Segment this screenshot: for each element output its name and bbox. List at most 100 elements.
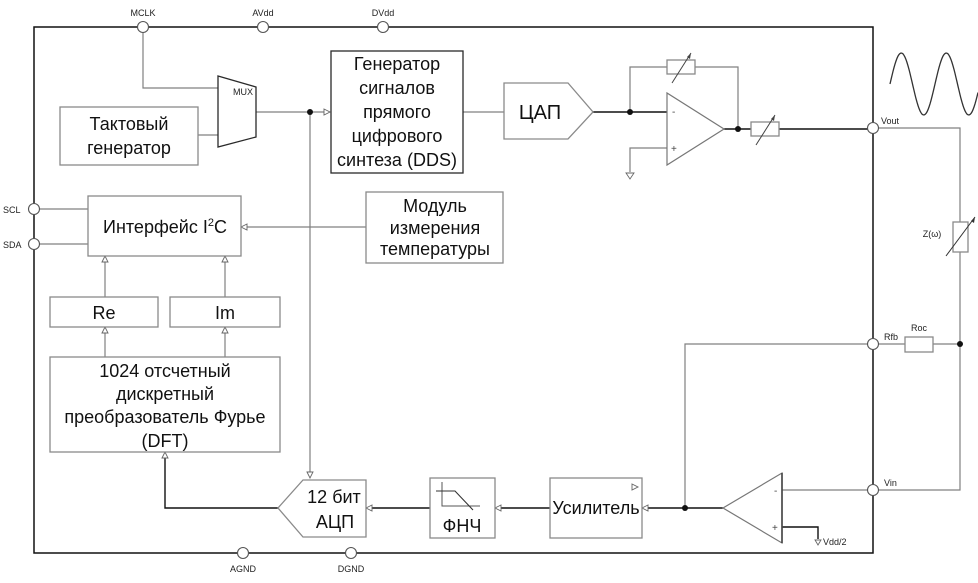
wire-mclk-to-mux: [142, 32, 218, 89]
arrowhead-up-icon: [221, 325, 229, 334]
temperature-module-label: измерения: [390, 218, 480, 238]
dac-label: ЦАП: [519, 102, 561, 124]
pin-label-agnd: AGND: [230, 564, 257, 574]
chip-border: [33, 26, 874, 554]
ground-icon: [625, 172, 635, 180]
i2c-label-superscript: 2: [208, 217, 214, 229]
pin-dvdd: [376, 20, 390, 34]
dds-label: сигналов: [359, 78, 435, 98]
output-variable-resistor: [750, 114, 780, 146]
junction-dot: [682, 505, 688, 511]
pin-avdd: [256, 20, 270, 34]
wire-opamp-plus-bias: [782, 526, 819, 539]
opamp-minus-sign: -: [672, 107, 675, 118]
variable-resistor-icon: [666, 59, 696, 75]
temperature-module-block: Модуль измерения температуры: [365, 191, 504, 264]
filter-axes-icon: [441, 482, 480, 507]
bias-ground-icon: [814, 539, 822, 546]
temperature-module-label: Модуль: [403, 196, 467, 216]
dft-block: 1024 отсчетный дискретный преобразовател…: [49, 356, 281, 453]
re-label: Re: [92, 303, 115, 323]
mux-block: MUX: [217, 75, 257, 148]
wire-opamp-plus-ground: [629, 147, 667, 172]
im-box: [169, 296, 281, 328]
lpf-box: [429, 477, 496, 539]
roc-resistor: Roc: [904, 323, 934, 353]
im-register-block: Im: [169, 296, 281, 328]
pin-label-dvdd: DVdd: [372, 8, 395, 18]
feedback-variable-resistor: [666, 52, 696, 84]
pin-label-rfb: Rfb: [884, 332, 898, 342]
dft-label: дискретный: [116, 384, 214, 404]
dft-box: [49, 356, 281, 453]
amplifier-label: Усилитель: [552, 498, 639, 518]
bias-label: Vdd/2: [823, 537, 847, 547]
im-label: Im: [215, 303, 235, 323]
variable-resistor-arrow: [671, 52, 692, 84]
junction-dot: [627, 109, 633, 115]
impedance-label: Z(ω): [923, 229, 942, 239]
pin-label-dgnd: DGND: [338, 564, 365, 574]
dac-block: ЦАП: [503, 82, 594, 140]
wire-rfb-feedback: [684, 343, 868, 508]
amplifier-block: Усилитель: [549, 477, 643, 539]
pin-label-avdd: AVdd: [252, 8, 273, 18]
mux-shape: [217, 75, 257, 148]
dds-label: прямого: [363, 102, 431, 122]
pin-rfb: [866, 337, 880, 351]
arrowhead-up-icon: [101, 254, 109, 263]
amplifier-box: [549, 477, 643, 539]
resistor-icon: [904, 336, 934, 353]
pin-label-mclk: MCLK: [130, 8, 155, 18]
arrowhead-icon: [771, 115, 775, 121]
lpf-block: ФНЧ: [429, 477, 496, 539]
junction-dot: [735, 126, 741, 132]
i2c-label-suffix: C: [214, 217, 227, 237]
i2c-interface-block: Интерфейс I2C: [87, 195, 242, 257]
arrowhead-left-icon: [493, 504, 502, 512]
wire-adc-to-dft: [164, 454, 278, 509]
dds-box: [330, 50, 464, 174]
pin-sda: [27, 237, 41, 251]
clock-generator-label: Тактовый: [90, 114, 169, 134]
lpf-label: ФНЧ: [443, 516, 482, 536]
opamp-triangle: [666, 91, 726, 167]
sine-wave-icon: [889, 52, 978, 116]
unknown-impedance: Z(ω): [923, 216, 976, 257]
arrowhead-up-icon: [221, 254, 229, 263]
roc-label: Roc: [911, 323, 928, 333]
adc-label: 12 бит: [307, 487, 361, 507]
re-box: [49, 296, 159, 328]
dds-label: синтеза (DDS): [337, 150, 457, 170]
arrowhead-down-icon: [306, 471, 314, 480]
pin-label-vout: Vout: [881, 116, 900, 126]
lowpass-response-icon: [436, 490, 474, 511]
pin-agnd: [236, 546, 250, 560]
mux-label: MUX: [233, 87, 253, 97]
pin-label-vin: Vin: [884, 478, 897, 488]
dds-label: цифрового: [352, 126, 443, 146]
variable-resistor-icon: [750, 121, 780, 137]
arrowhead-left-icon: [364, 504, 373, 512]
dac-shape: [503, 82, 594, 140]
pin-dgnd: [344, 546, 358, 560]
pin-label-scl: SCL: [3, 205, 21, 215]
arrowhead-icon: [687, 53, 691, 59]
clock-generator-block: Тактовый генератор: [59, 106, 199, 166]
junction-dot: [307, 109, 313, 115]
pin-scl: [27, 202, 41, 216]
opamp-plus-sign: +: [671, 144, 677, 155]
i2c-label-prefix: Интерфейс I: [103, 217, 208, 237]
arrowhead-up-icon: [161, 450, 169, 459]
variable-resistor-arrow: [755, 114, 776, 146]
input-opamp: - + Vdd/2: [721, 471, 847, 547]
dft-label: (DFT): [142, 431, 189, 451]
dds-block: Генератор сигналов прямого цифрового син…: [330, 50, 464, 174]
pin-label-sda: SDA: [3, 240, 22, 250]
arrowhead-left-icon: [239, 223, 248, 231]
adc-block: 12 бит АЦП: [277, 479, 367, 538]
wire-vout-to-impedance: [878, 127, 961, 222]
opamp-minus-sign: -: [774, 486, 777, 497]
temperature-module-label: температуры: [380, 239, 490, 259]
